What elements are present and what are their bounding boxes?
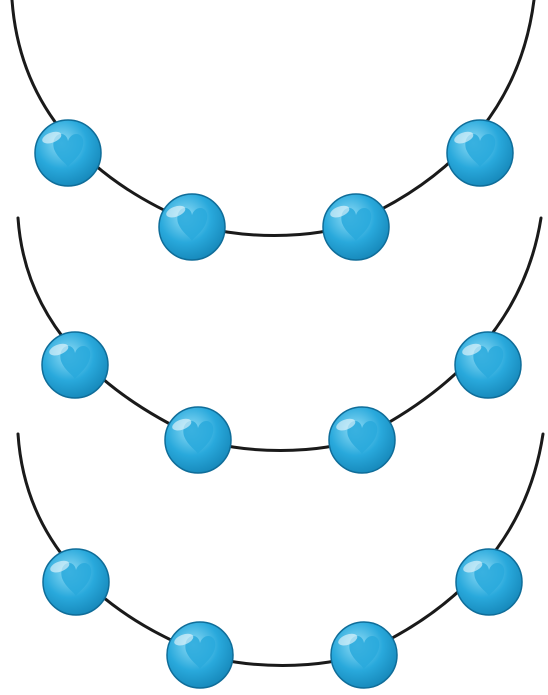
strand-3-bead-4-highlight [474,563,505,596]
strand-3-bead-2-highlight [185,636,216,669]
strand-3-bead-1-gloss [50,560,70,573]
strand-3-bead-4-gloss [463,560,483,573]
strand-3-bead-1-highlight [61,563,92,596]
strand-3 [16,432,545,689]
strand-1-bead-2-gloss [166,205,186,218]
strand-1-bead-4 [446,119,514,187]
strand-2-bead-3-highlight [347,421,378,454]
strand-1-bead-3 [322,193,390,261]
strand-2-bead-2-gloss [172,418,192,431]
strand-1-bead-2 [158,193,226,261]
strand-1-bead-2-highlight [177,208,208,241]
strand-1-bead-4-gloss [454,131,474,144]
strand-3-bead-4 [455,548,523,616]
strand-3-bead-3 [330,621,398,689]
strand-2-wire [16,216,543,452]
strand-2-bead-1-highlight [60,346,91,379]
strand-3-bead-1 [42,548,110,616]
strand-2-bead-4-highlight [473,346,504,379]
strand-2-bead-3-gloss [336,418,356,431]
strand-2-bead-2-highlight [183,421,214,454]
strand-2-bead-4 [454,331,522,399]
strand-3-bead-3-gloss [338,633,358,646]
strand-3-bead-3-highlight [349,636,380,669]
strand-3-wire [16,432,545,667]
strand-2 [16,216,543,474]
strand-2-bead-2 [164,406,232,474]
strand-1-bead-3-highlight [341,208,372,241]
strand-1-wire [10,0,536,237]
strand-1-bead-1 [34,119,102,187]
strand-2-bead-1 [41,331,109,399]
strand-2-bead-3 [328,406,396,474]
strand-3-bead-2-gloss [174,633,194,646]
strand-1-bead-3-gloss [330,205,350,218]
strand-1-bead-1-highlight [53,134,84,167]
strand-1-bead-1-gloss [42,131,62,144]
strand-3-bead-2 [166,621,234,689]
strand-1-bead-4-highlight [465,134,496,167]
strand-1 [10,0,536,261]
strand-2-bead-4-gloss [462,343,482,356]
strand-2-bead-1-gloss [49,343,69,356]
